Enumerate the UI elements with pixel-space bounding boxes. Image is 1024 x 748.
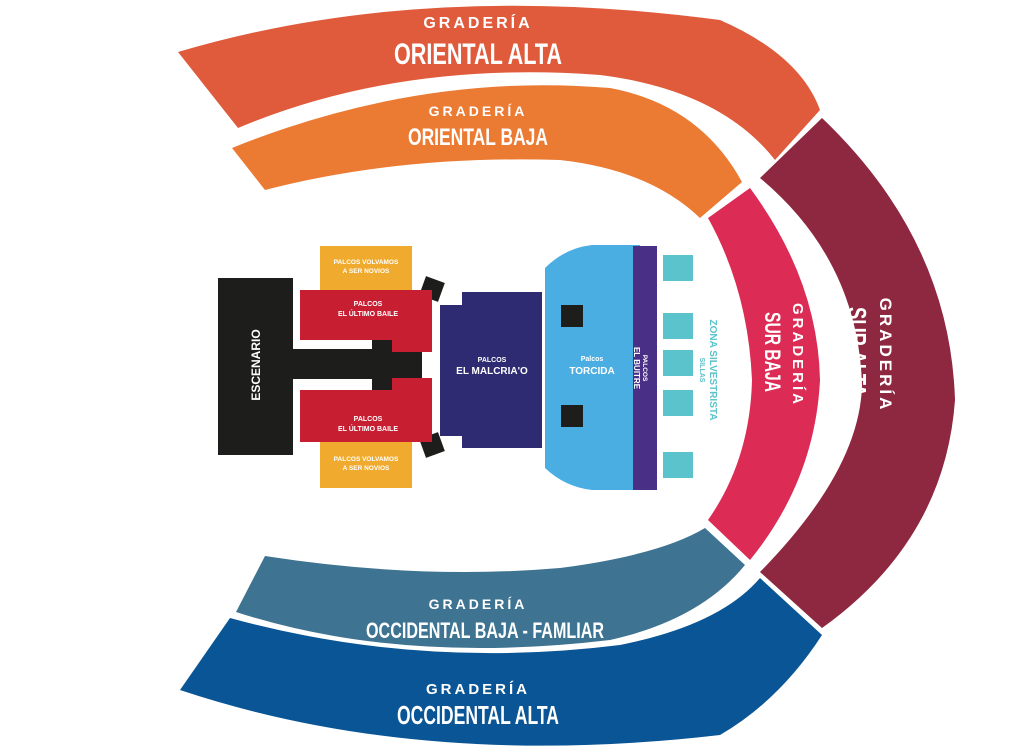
oriental-alta-kicker: GRADERÍA [423, 13, 532, 32]
palcos-torcida[interactable]: Palcos TORCIDA [545, 245, 640, 490]
occidental-baja-kicker: GRADERÍA [429, 596, 528, 612]
palcos-ultimo-top-line1: PALCOS [354, 301, 383, 308]
section-sur-alta[interactable] [760, 118, 955, 628]
silvestrista-seat-1 [663, 255, 693, 281]
stage-runway [290, 349, 385, 379]
silvestrista-seat-4 [663, 390, 693, 416]
palcos-ultimo-baile-bottom[interactable]: PALCOS EL ÚLTIMO BAILE [300, 378, 432, 442]
palcos-malcriao[interactable]: PALCOS EL MALCRIA'O [440, 292, 542, 448]
stage-main [218, 278, 293, 455]
section-occidental-alta[interactable] [180, 578, 822, 746]
stage-label: ESCENARIO [249, 329, 263, 400]
section-oriental-alta[interactable] [178, 5, 820, 160]
palcos-ultimo-top-line2: EL ÚLTIMO BAILE [338, 309, 398, 318]
sur-baja-name: SUR BAJA [760, 312, 785, 392]
palcos-malcriao-line2: EL MALCRIA'O [456, 366, 528, 377]
palcos-volvamos-bottom[interactable]: PALCOS VOLVAMOS A SER NOVIOS [320, 442, 412, 488]
oriental-alta-name: ORIENTAL ALTA [394, 38, 562, 71]
palcos-volvamos-bottom-line1: PALCOS VOLVAMOS [334, 456, 399, 463]
section-sur-baja[interactable] [708, 188, 820, 560]
occidental-baja-name: OCCIDENTAL BAJA - FAMLIAR [366, 618, 604, 643]
palcos-volvamos-bottom-block [320, 442, 412, 488]
palcos-ultimo-bottom-line1: PALCOS [354, 416, 383, 423]
palcos-ultimo-top-block [300, 290, 432, 352]
palcos-buitre-line1: PALCOS [641, 355, 648, 382]
palcos-torcida-line2: TORCIDA [569, 366, 614, 377]
silvestrista-line2: SILLAS [698, 358, 705, 383]
palcos-torcida-line1: Palcos [581, 356, 604, 363]
sur-baja-kicker: GRADERÍA [789, 303, 806, 407]
torcida-screen-top [561, 305, 583, 327]
section-oriental-baja[interactable] [232, 85, 742, 218]
oriental-baja-kicker: GRADERÍA [429, 103, 528, 119]
palcos-volvamos-top-line1: PALCOS VOLVAMOS [334, 259, 399, 266]
palcos-volvamos-top[interactable]: PALCOS VOLVAMOS A SER NOVIOS [320, 246, 412, 290]
palcos-volvamos-bottom-line2: A SER NOVIOS [343, 465, 390, 472]
silvestrista-line1: ZONA SILVESTRISTA [707, 320, 718, 421]
palcos-volvamos-top-block [320, 246, 412, 290]
oriental-baja-name: ORIENTAL BAJA [408, 124, 548, 151]
occidental-alta-name: OCCIDENTAL ALTA [397, 700, 559, 730]
silvestrista-seat-2 [663, 313, 693, 339]
sur-alta-kicker: GRADERÍA [876, 298, 895, 413]
palcos-malcriao-block [440, 292, 542, 448]
zona-silvestrista[interactable]: ZONA SILVESTRISTA SILLAS [663, 255, 718, 478]
palcos-malcriao-line1: PALCOS [478, 357, 507, 364]
torcida-screen-bottom [561, 405, 583, 427]
palcos-ultimo-baile-top[interactable]: PALCOS EL ÚLTIMO BAILE [300, 290, 432, 352]
palcos-el-buitre[interactable]: PALCOS EL BUITRE [632, 246, 657, 490]
sur-alta-name: SUR ALTA [842, 307, 872, 397]
palcos-ultimo-bottom-line2: EL ÚLTIMO BAILE [338, 424, 398, 433]
silvestrista-seat-5 [663, 452, 693, 478]
palcos-volvamos-top-line2: A SER NOVIOS [343, 268, 390, 275]
palcos-ultimo-bottom-block [300, 378, 432, 442]
section-occidental-baja[interactable] [236, 528, 745, 649]
occidental-alta-kicker: GRADERÍA [426, 681, 530, 698]
silvestrista-seat-3 [663, 350, 693, 376]
palcos-buitre-line2: EL BUITRE [632, 347, 641, 390]
palcos-buitre-block [633, 246, 657, 490]
